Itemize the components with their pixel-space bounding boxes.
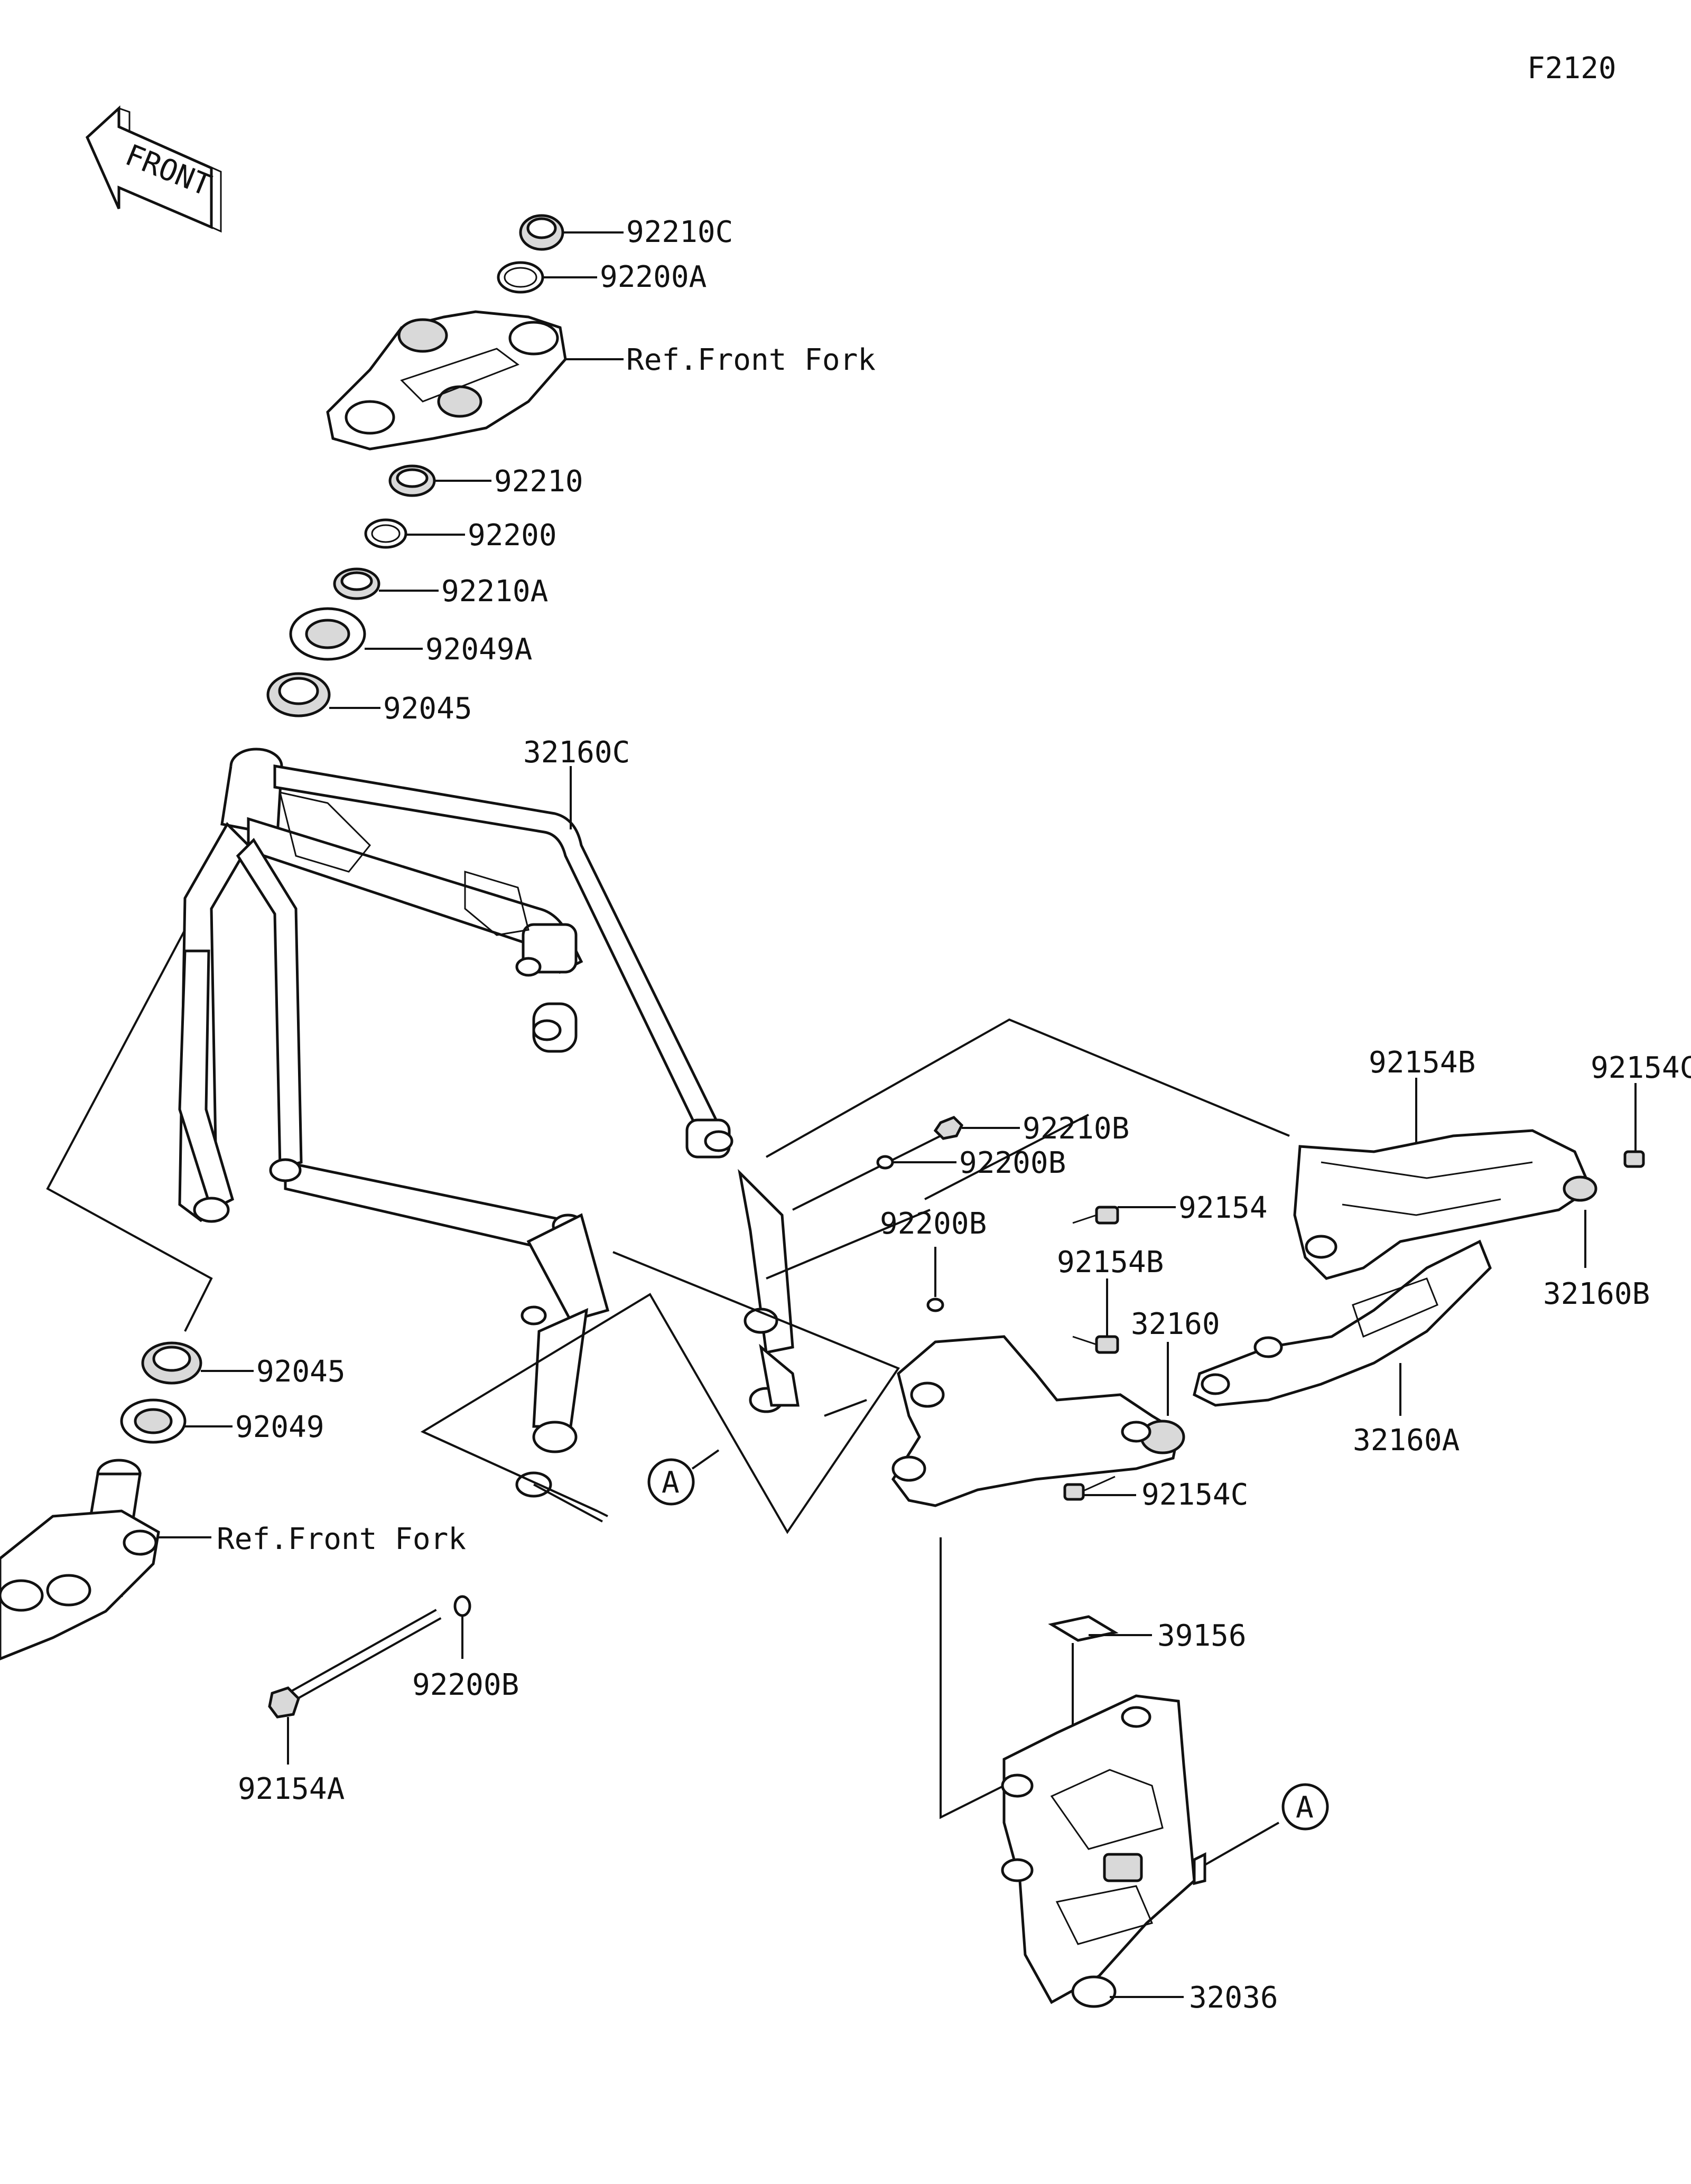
bolt-92154B-mid[interactable] (1072, 1335, 1119, 1354)
label-32160A: 32160A (1353, 1423, 1460, 1458)
label-92154B-top: 92154B (1369, 1046, 1475, 1080)
part-92210[interactable] (388, 464, 436, 497)
bolt-92154C-top[interactable] (1623, 1150, 1645, 1168)
part-92045-top[interactable] (266, 672, 331, 717)
label-92200B-mid: 92200B (959, 1146, 1066, 1180)
front-arrow-icon: FRONT (85, 105, 222, 233)
long-bolt-92154A[interactable] (268, 1609, 442, 1719)
label-92210B: 92210B (1023, 1112, 1129, 1146)
footrest-bracket-32036[interactable] (1001, 1694, 1206, 2008)
label-92200B-low: 92200B (412, 1668, 519, 1702)
label-92200: 92200 (468, 518, 557, 553)
part-92045-low[interactable] (141, 1341, 202, 1385)
part-92200A[interactable] (497, 261, 544, 294)
label-ref-front-fork-low: Ref.Front Fork (217, 1522, 466, 1556)
bolt-92154C-low[interactable] (1063, 1476, 1116, 1501)
callout-a-mid: A (647, 1458, 695, 1506)
label-39156: 39156 (1157, 1619, 1247, 1653)
part-92210A[interactable] (333, 567, 380, 600)
label-92045-top: 92045 (383, 692, 472, 726)
label-92210C: 92210C (626, 215, 733, 249)
main-frame-32160C[interactable] (178, 748, 800, 1498)
part-92049[interactable] (120, 1398, 187, 1444)
part-92210C[interactable] (519, 214, 564, 251)
label-32160B: 32160B (1543, 1277, 1650, 1311)
label-92154C-low: 92154C (1141, 1478, 1248, 1512)
label-92154C-top: 92154C (1591, 1051, 1691, 1085)
washer-92200B-mid[interactable] (876, 1155, 894, 1170)
part-92200[interactable] (364, 518, 407, 549)
label-92045-low: 92045 (256, 1355, 346, 1389)
washer-92200B-left[interactable] (926, 1298, 944, 1312)
label-92154: 92154 (1178, 1191, 1268, 1225)
label-92154A: 92154A (238, 1772, 345, 1806)
bracket-32160[interactable] (891, 1335, 1185, 1507)
svg-text:A: A (662, 1466, 680, 1500)
subframe-32160B[interactable] (1293, 1129, 1597, 1280)
label-32036: 32036 (1189, 1981, 1278, 2015)
label-32160: 32160 (1131, 1307, 1220, 1341)
label-92200A: 92200A (600, 260, 707, 294)
upper-triple-clamp[interactable] (326, 310, 567, 451)
label-ref-front-fork-top: Ref.Front Fork (626, 343, 876, 377)
callout-a-low: A (1281, 1783, 1329, 1831)
label-32160C: 32160C (523, 735, 630, 770)
part-92049A[interactable] (289, 607, 366, 661)
label-92049A: 92049A (425, 632, 532, 667)
lower-triple-clamp[interactable] (0, 1459, 160, 1660)
label-92154B-mid: 92154B (1057, 1245, 1164, 1280)
label-92210A: 92210A (441, 574, 548, 609)
bolt-92210B[interactable] (933, 1116, 964, 1140)
label-plate-39156[interactable] (1048, 1615, 1119, 1642)
label-92049: 92049 (235, 1410, 324, 1444)
figure-code: F2120 (1527, 51, 1616, 86)
subframe-32160A[interactable] (1193, 1239, 1492, 1407)
svg-text:A: A (1296, 1790, 1314, 1825)
bolt-92154[interactable] (1072, 1206, 1119, 1225)
label-92200B-left: 92200B (880, 1207, 987, 1241)
washer-92200B-low[interactable] (453, 1595, 471, 1617)
label-92210: 92210 (494, 464, 583, 499)
